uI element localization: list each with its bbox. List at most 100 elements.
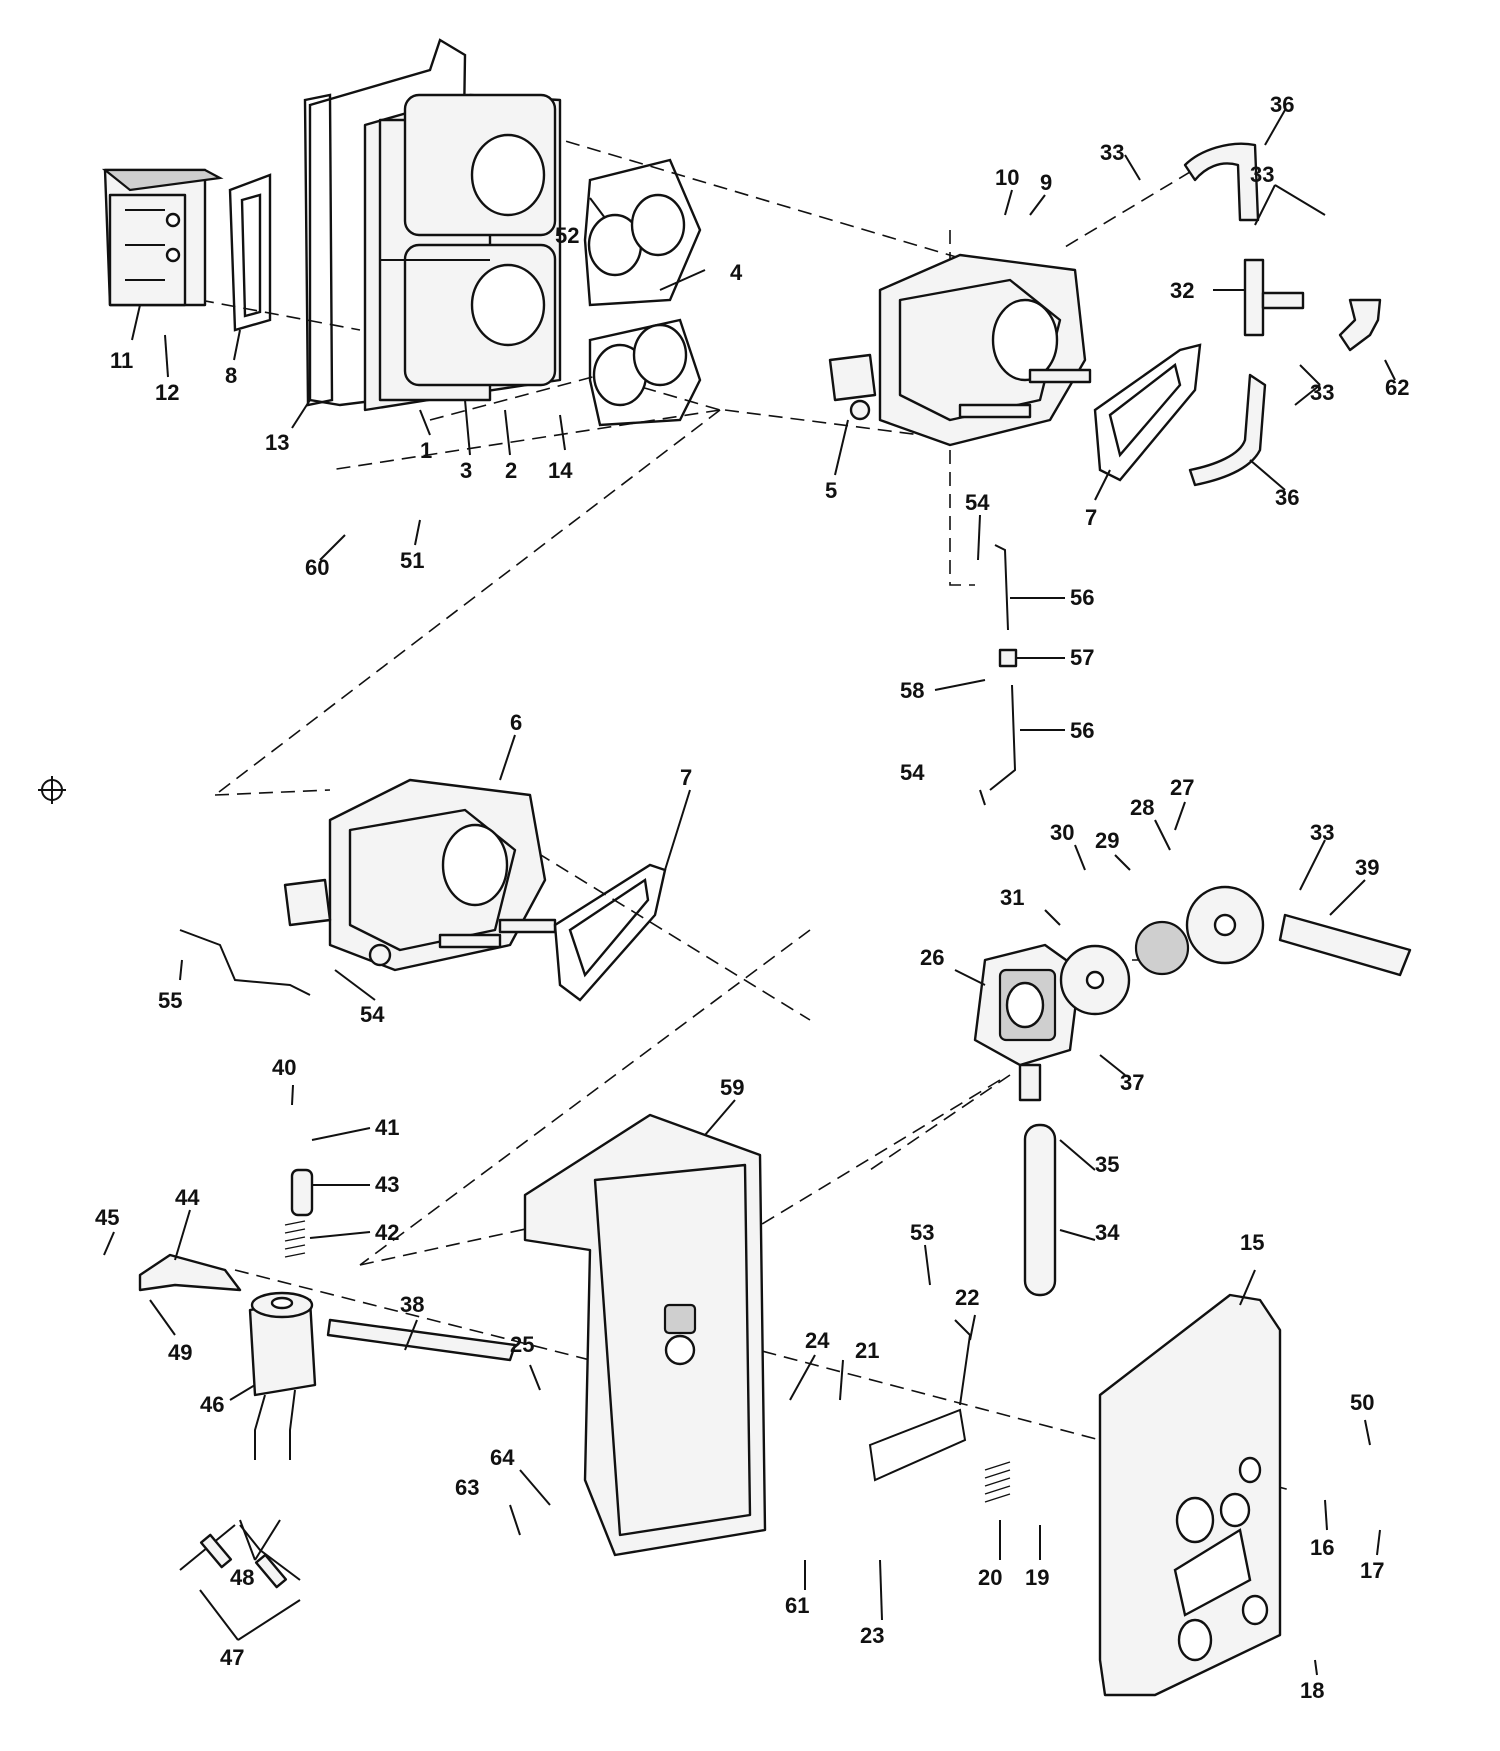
callout-55: 55: [158, 988, 182, 1013]
callout-54-a: 54: [965, 490, 990, 515]
callout-35: 35: [1095, 1152, 1119, 1177]
callout-57: 57: [1070, 645, 1094, 670]
callout-34: 34: [1095, 1220, 1120, 1245]
callout-22: 22: [955, 1285, 979, 1310]
callout-36-lower: 36: [1275, 485, 1299, 510]
callout-43: 43: [375, 1172, 399, 1197]
registration-mark-icon: [38, 776, 66, 804]
rod-link: [998, 648, 1018, 668]
link-rod: [179, 929, 311, 996]
spring-20: [984, 1461, 1011, 1503]
callout-16: 16: [1310, 1535, 1334, 1560]
callout-25: 25: [510, 1332, 534, 1357]
callout-33-b: 33: [1250, 162, 1274, 187]
spring-42: [284, 1220, 306, 1258]
fuel-hose-34: [1023, 1123, 1057, 1297]
throttle-shaft: [326, 1318, 517, 1362]
callout-13: 13: [265, 430, 289, 455]
callout-32: 32: [1170, 278, 1194, 303]
carb-gasket-lower: [553, 863, 667, 1002]
callout-8: 8: [225, 363, 237, 388]
callout-62: 62: [1385, 375, 1409, 400]
manifold-gasket: [303, 93, 334, 407]
callout-4: 4: [730, 260, 743, 285]
callout-leaders: [103, 109, 1396, 1676]
callout-29: 29: [1095, 828, 1119, 853]
callout-27: 27: [1170, 775, 1194, 800]
callout-53: 53: [910, 1220, 934, 1245]
callout-3: 3: [460, 458, 472, 483]
callout-47: 47: [220, 1645, 244, 1670]
callout-54-b: 54: [360, 1002, 385, 1027]
callout-21: 21: [855, 1338, 879, 1363]
callout-2: 2: [505, 458, 517, 483]
callout-31: 31: [1000, 885, 1024, 910]
throttle-lever: [868, 1408, 967, 1482]
callout-56-upper: 56: [1070, 585, 1094, 610]
callout-7-lower: 7: [680, 765, 692, 790]
fuel-hose-upper: [1183, 142, 1260, 222]
callout-33-a: 33: [1100, 140, 1124, 165]
callout-39: 39: [1355, 855, 1379, 880]
callout-labels: 1 2 3 4 5 6 7 7 8 9 10 11 12 13 14 15 16…: [95, 92, 1409, 1703]
silencer-cover: [1098, 1293, 1282, 1697]
callout-5: 5: [825, 478, 837, 503]
callout-30: 30: [1050, 820, 1074, 845]
carburetor-upper: [828, 253, 1092, 447]
callout-56-lower: 56: [1070, 718, 1094, 743]
carb-gasket-upper: [1093, 343, 1202, 482]
callout-6: 6: [510, 710, 522, 735]
callout-48: 48: [230, 1565, 254, 1590]
fuel-hose-lower: [1188, 373, 1267, 487]
choke-rod-upper: [994, 544, 1009, 631]
tee-fitting: [1243, 258, 1305, 337]
carburetor-lower: [283, 778, 557, 972]
carburetor-gaskets: [583, 158, 702, 427]
callout-7-upper: 7: [1085, 505, 1097, 530]
callout-33-c: 33: [1310, 380, 1334, 405]
callout-10: 10: [995, 165, 1019, 190]
solenoid-bracket: [138, 1253, 242, 1292]
callout-37: 37: [1120, 1070, 1144, 1095]
fuel-hose-62: [1338, 298, 1382, 352]
callout-40: 40: [272, 1055, 296, 1080]
callout-1: 1: [420, 438, 432, 463]
callout-17: 17: [1360, 1558, 1384, 1583]
callout-26: 26: [920, 945, 944, 970]
callout-60: 60: [305, 555, 329, 580]
callout-38: 38: [400, 1292, 424, 1317]
reed-gasket: [228, 173, 272, 332]
callout-50: 50: [1350, 1390, 1374, 1415]
callout-42: 42: [375, 1220, 399, 1245]
callout-11: 11: [110, 348, 133, 373]
callout-20: 20: [978, 1565, 1002, 1590]
callout-59: 59: [720, 1075, 744, 1100]
callout-12: 12: [155, 380, 179, 405]
callout-64: 64: [490, 1445, 515, 1470]
callout-24: 24: [805, 1328, 830, 1353]
fuel-pump: [973, 885, 1265, 1102]
callout-44: 44: [175, 1185, 200, 1210]
callout-51: 51: [400, 548, 424, 573]
callout-58: 58: [900, 678, 924, 703]
callout-52: 52: [555, 223, 579, 248]
callout-49: 49: [168, 1340, 192, 1365]
wire-connectors: [179, 1524, 301, 1589]
callout-36-upper: 36: [1270, 92, 1294, 117]
callout-14: 14: [548, 458, 573, 483]
callout-41: 41: [375, 1115, 399, 1140]
callout-46: 46: [200, 1392, 224, 1417]
callout-18: 18: [1300, 1678, 1324, 1703]
callout-45: 45: [95, 1205, 119, 1230]
callout-54-c: 54: [900, 760, 925, 785]
callout-63: 63: [455, 1475, 479, 1500]
fuel-hose-39: [1278, 913, 1412, 977]
callout-23: 23: [860, 1623, 884, 1648]
reed-block: [101, 168, 224, 307]
solenoid: [248, 1291, 317, 1460]
intake-manifold: [308, 38, 562, 412]
callout-28: 28: [1130, 795, 1154, 820]
callout-9: 9: [1040, 170, 1052, 195]
plunger: [290, 1168, 314, 1217]
